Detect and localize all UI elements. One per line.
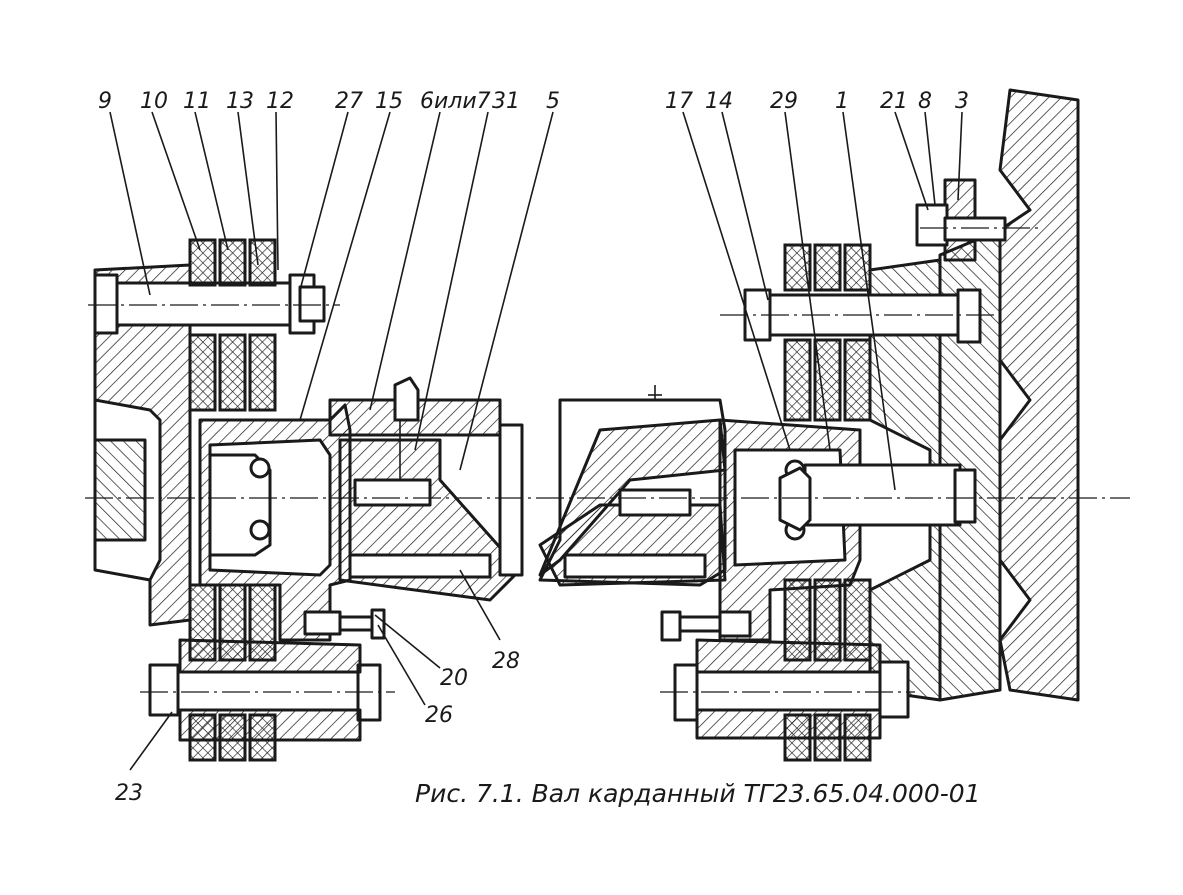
right-elastic-discs [783, 243, 872, 762]
label-31: 31 [492, 89, 520, 114]
part-labels-top: 9 10 11 13 12 27 15 6или7 31 5 17 14 29 … [98, 89, 969, 114]
label-27: 27 [335, 89, 363, 114]
part-labels-bottom: 23 20 26 28 [115, 649, 520, 806]
leader-lines [109, 111, 963, 771]
label-14: 14 [705, 89, 733, 114]
center-lines [85, 227, 1130, 693]
label-17: 17 [665, 89, 693, 114]
label-3: 3 [955, 89, 969, 114]
label-10: 10 [140, 89, 168, 114]
slip-yoke-left [328, 376, 524, 602]
label-13: 13 [226, 89, 254, 114]
bolt-23 [148, 638, 382, 742]
right-flange [778, 258, 977, 702]
label-29: 29 [770, 89, 798, 114]
label-21: 21 [880, 89, 908, 114]
slip-yoke-right [538, 385, 727, 587]
label-12: 12 [266, 89, 294, 114]
label-11: 11 [183, 89, 211, 114]
left-flange [93, 263, 192, 627]
label-20: 20 [440, 666, 468, 691]
label-15: 15 [375, 89, 403, 114]
label-28: 28 [492, 649, 520, 674]
grease-screws [303, 608, 752, 642]
bolt-9 [93, 273, 326, 335]
bolt-right-bottom [673, 638, 910, 740]
label-23: 23 [115, 781, 143, 806]
label-1: 1 [835, 89, 849, 114]
label-6-or-7: 6или7 [420, 89, 491, 114]
label-9: 9 [98, 89, 112, 114]
label-5: 5 [546, 89, 560, 114]
label-8: 8 [918, 89, 932, 114]
bolt-right-top [743, 288, 982, 344]
figure-caption: Рис. 7.1. Вал карданный ТГ23.65.04.000-0… [415, 779, 981, 808]
label-26: 26 [425, 703, 453, 728]
